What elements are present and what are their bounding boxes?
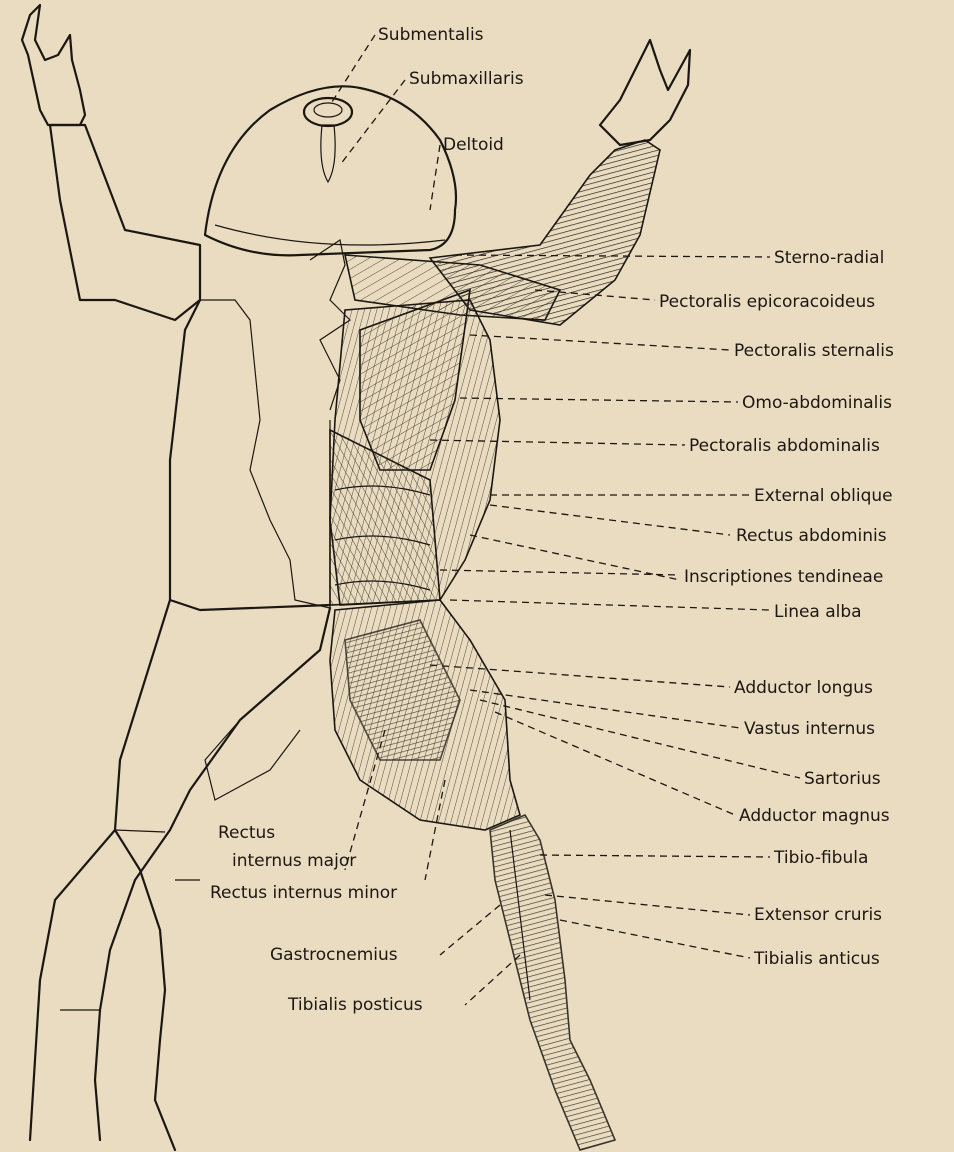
label-rectus-abdominis: Rectus abdominis bbox=[736, 526, 887, 546]
left-forearm-outline bbox=[22, 5, 85, 125]
label-rectus-internus-minor: Rectus internus minor bbox=[210, 883, 397, 903]
label-omo-abdominalis: Omo-abdominalis bbox=[742, 393, 892, 413]
label-external-oblique: External oblique bbox=[754, 486, 893, 506]
left-leg-outline bbox=[115, 600, 175, 1150]
label-submaxillaris: Submaxillaris bbox=[409, 69, 524, 89]
label-tibialis-anticus: Tibialis anticus bbox=[753, 949, 880, 969]
submentalis-muscle bbox=[304, 98, 352, 126]
label-tibio-fibula: Tibio-fibula bbox=[773, 848, 868, 868]
label-extensor-cruris: Extensor cruris bbox=[754, 905, 882, 925]
label-pectoralis-epicoracoideus: Pectoralis epicoracoideus bbox=[659, 292, 875, 312]
label-sartorius: Sartorius bbox=[804, 769, 881, 789]
label-inscriptiones-tendineae: Inscriptiones tendineae bbox=[684, 567, 883, 587]
label-linea-alba: Linea alba bbox=[774, 602, 862, 622]
label-rectus-internus-major-line2: internus major bbox=[232, 851, 356, 871]
shank-muscle bbox=[490, 815, 615, 1150]
label-pectoralis-sternalis: Pectoralis sternalis bbox=[734, 341, 894, 361]
label-vastus-internus: Vastus internus bbox=[744, 719, 875, 739]
label-pectoralis-abdominalis: Pectoralis abdominalis bbox=[689, 436, 880, 456]
head-outline bbox=[205, 86, 456, 255]
left-arm-outline bbox=[50, 125, 200, 320]
label-gastrocnemius: Gastrocnemius bbox=[270, 945, 398, 965]
label-deltoid: Deltoid bbox=[443, 135, 504, 155]
label-adductor-magnus: Adductor magnus bbox=[739, 806, 890, 826]
label-adductor-longus: Adductor longus bbox=[734, 678, 873, 698]
left-body-outline bbox=[170, 300, 330, 610]
label-rectus-internus-major-line1: Rectus bbox=[218, 823, 275, 843]
label-submentalis: Submentalis bbox=[378, 25, 484, 45]
label-sterno-radial: Sterno-radial bbox=[774, 248, 884, 268]
label-tibialis-posticus: Tibialis posticus bbox=[287, 995, 423, 1015]
